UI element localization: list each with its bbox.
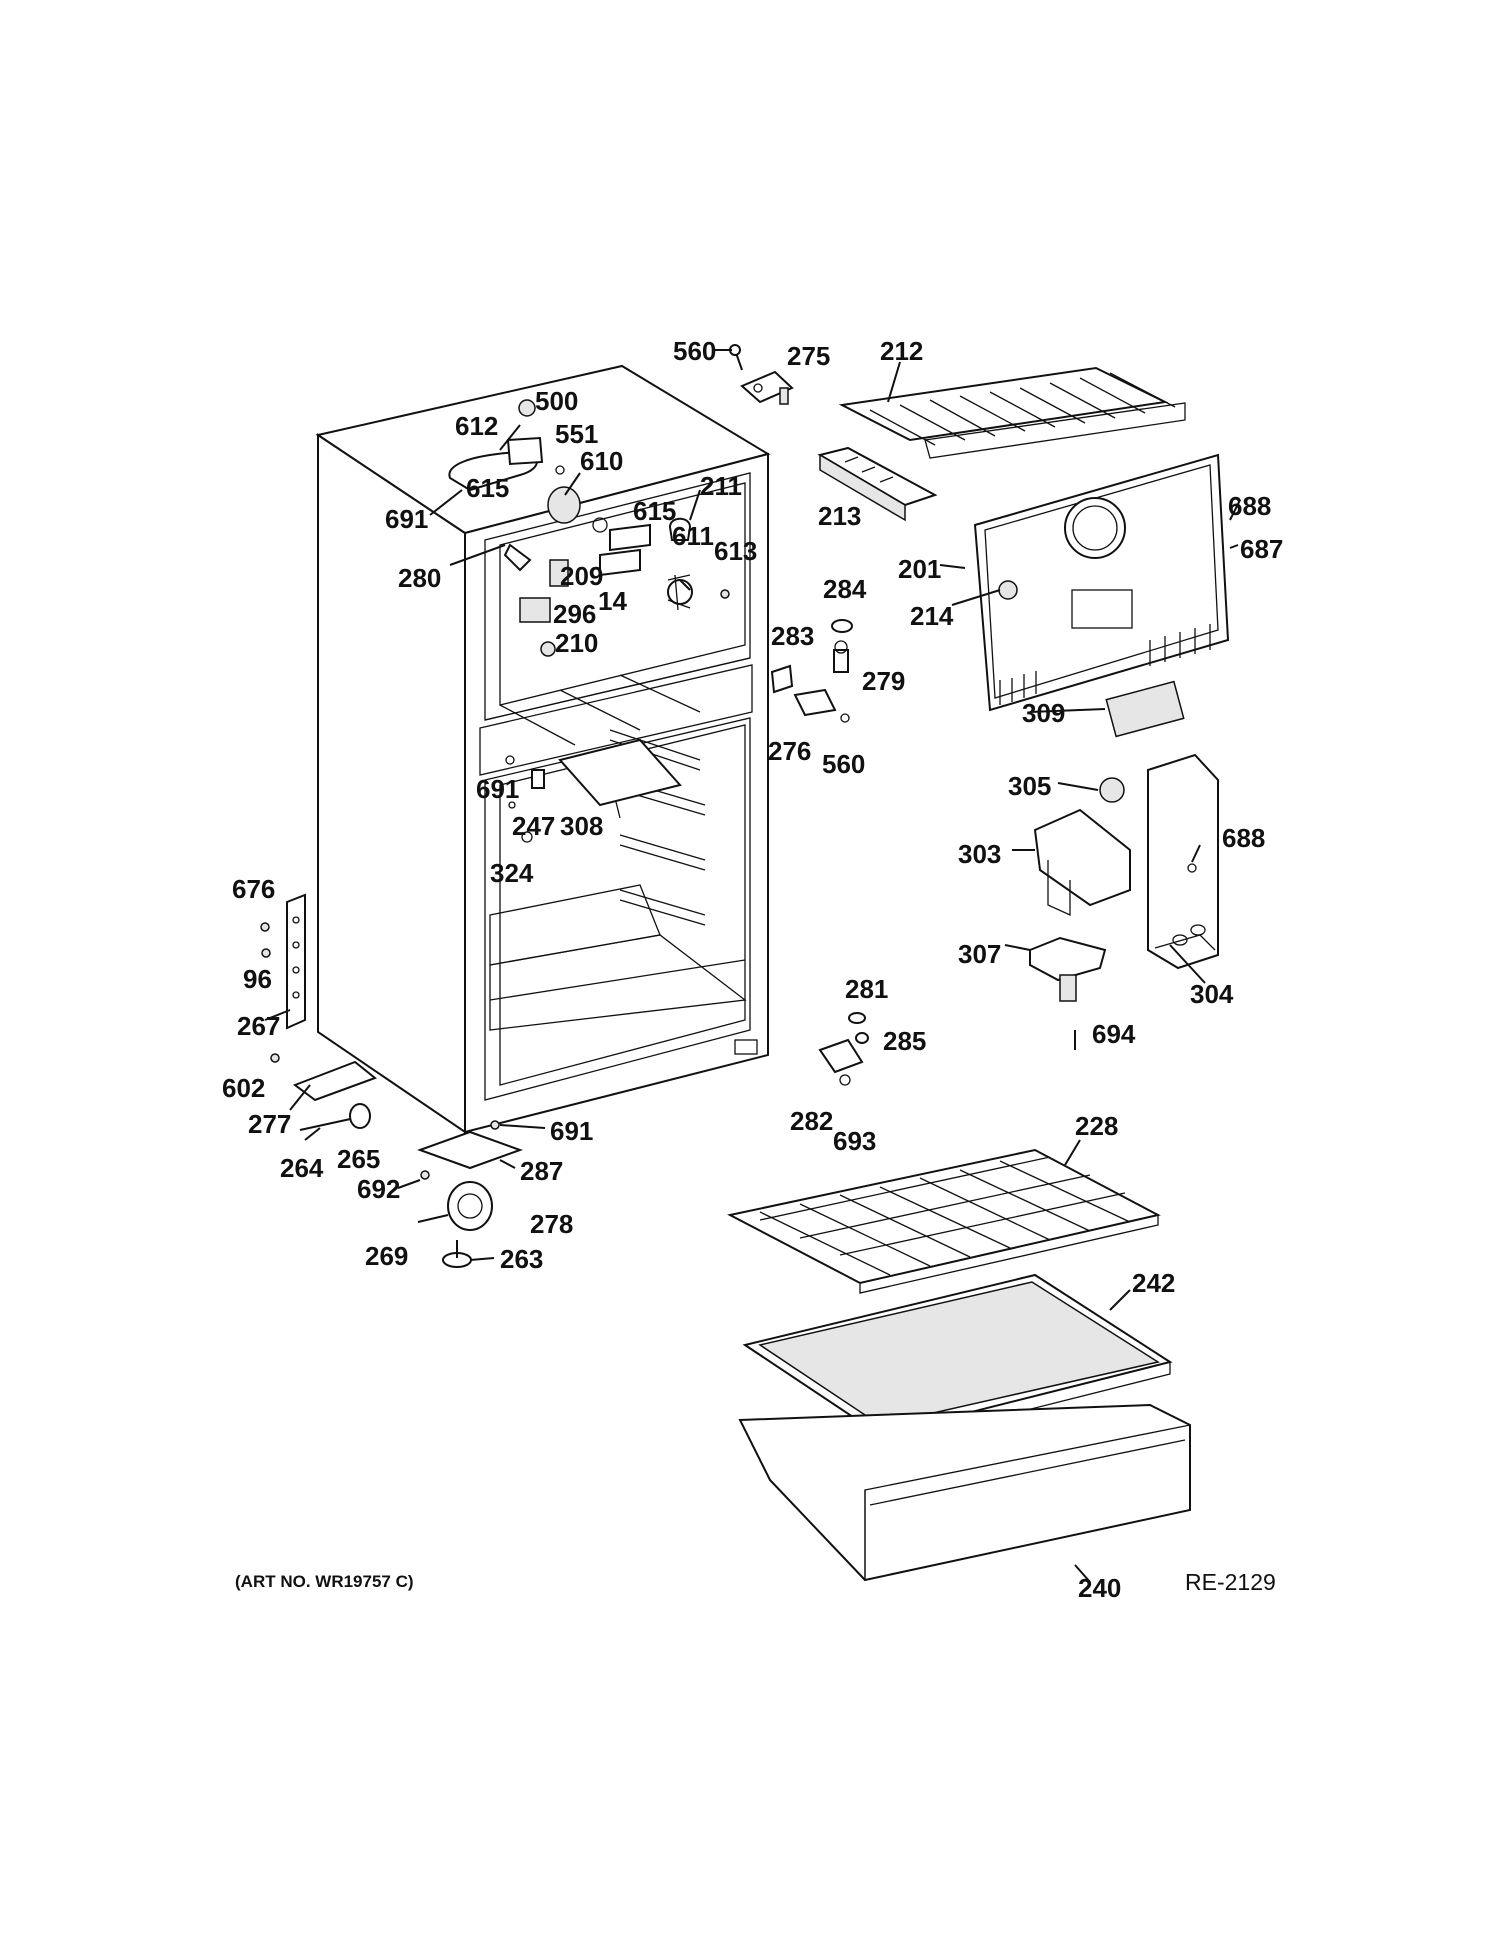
- callout-213: 213: [818, 501, 861, 531]
- callout-285: 285: [883, 1026, 926, 1056]
- refrigerator-cabinet: [315, 364, 771, 1134]
- callout-278: 278: [530, 1209, 573, 1239]
- small-parts-284-279: [770, 619, 853, 723]
- callout-269: 269: [365, 1241, 408, 1271]
- callout-281: 281: [845, 974, 888, 1004]
- callout-304: 304: [1190, 979, 1234, 1009]
- hinge-275: [740, 370, 794, 405]
- callout-201: 201: [898, 554, 941, 584]
- screw-560: [729, 344, 743, 371]
- callout-551: 551: [555, 419, 598, 449]
- callout-324: 324: [490, 858, 534, 888]
- callout-615: 615: [466, 473, 509, 503]
- callout-691-c: 691: [550, 1116, 593, 1146]
- reference-code: RE-2129: [1185, 1569, 1276, 1595]
- refrigerator-shelf-228: [727, 1148, 1161, 1294]
- callout-264: 264: [280, 1153, 324, 1183]
- callout-282: 282: [790, 1106, 833, 1136]
- callout-615-b: 615: [633, 496, 676, 526]
- callout-688: 688: [1228, 491, 1271, 521]
- ice-tray-213: [817, 446, 938, 522]
- callout-691: 691: [385, 504, 428, 534]
- callout-214: 214: [910, 601, 954, 631]
- lower-hinge-parts: [818, 1012, 869, 1086]
- callout-613: 613: [714, 536, 757, 566]
- callout-694: 694: [1092, 1019, 1136, 1049]
- callout-307: 307: [958, 939, 1001, 969]
- callout-303: 303: [958, 839, 1001, 869]
- callout-296: 296: [553, 599, 596, 629]
- callout-211: 211: [700, 471, 742, 501]
- crisper-drawer-240: [738, 1403, 1191, 1582]
- callout-305: 305: [1008, 771, 1051, 801]
- callout-212: 212: [880, 336, 923, 366]
- callout-280: 280: [398, 563, 441, 593]
- callout-308: 308: [560, 811, 603, 841]
- callout-692: 692: [357, 1174, 400, 1204]
- callout-287: 287: [520, 1156, 563, 1186]
- callout-283: 283: [771, 621, 814, 651]
- callout-276: 276: [768, 736, 811, 766]
- callout-309: 309: [1022, 698, 1065, 728]
- callout-267: 267: [237, 1011, 280, 1041]
- leader-lines: [264, 349, 1241, 1583]
- callout-693: 693: [833, 1126, 876, 1156]
- callout-688-b: 688: [1222, 823, 1265, 853]
- freezer-back-panel-201: [973, 453, 1230, 712]
- insulation-309: [1105, 680, 1185, 738]
- callout-610: 610: [580, 446, 623, 476]
- callout-691-b: 691: [476, 774, 519, 804]
- callout-611: 611: [672, 521, 714, 551]
- callout-14: 14: [598, 586, 627, 616]
- callout-279: 279: [862, 666, 905, 696]
- callout-labels: 560 275 212 500 612 551 610 615 691 615 …: [222, 336, 1283, 1603]
- art-number-note: (ART NO. WR19757 C): [235, 1572, 414, 1591]
- callout-265: 265: [337, 1144, 380, 1174]
- callout-209: 209: [560, 561, 603, 591]
- callout-275: 275: [787, 341, 830, 371]
- callout-284: 284: [823, 574, 867, 604]
- callout-560-b: 560: [822, 749, 865, 779]
- callout-560: 560: [673, 336, 716, 366]
- callout-228: 228: [1075, 1111, 1118, 1141]
- callout-96: 96: [243, 964, 272, 994]
- callout-242: 242: [1132, 1268, 1175, 1298]
- callout-676: 676: [232, 874, 275, 904]
- callout-612: 612: [455, 411, 498, 441]
- callout-247: 247: [512, 811, 555, 841]
- callout-263: 263: [500, 1244, 543, 1274]
- dispenser-parts-303-307-304: [1029, 753, 1219, 1050]
- left-side-parts: [260, 893, 523, 1268]
- crisper-cover-242: [742, 1273, 1173, 1448]
- callout-602: 602: [222, 1073, 265, 1103]
- freezer-shelf-212: [838, 366, 1186, 459]
- callout-500: 500: [535, 386, 578, 416]
- callout-210: 210: [555, 628, 598, 658]
- callout-687: 687: [1240, 534, 1283, 564]
- callout-240: 240: [1078, 1573, 1121, 1603]
- callout-277: 277: [248, 1109, 291, 1139]
